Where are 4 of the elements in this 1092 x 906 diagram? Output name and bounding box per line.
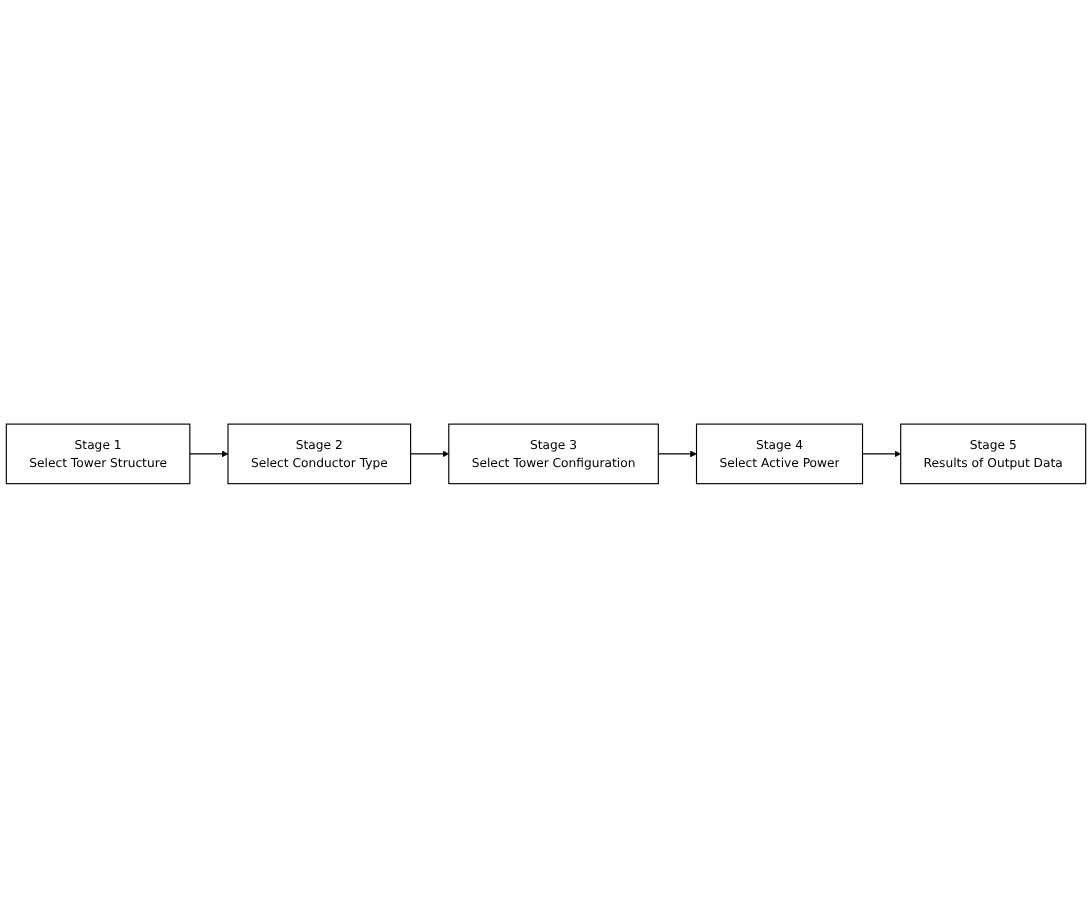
- arrow: [189, 449, 229, 457]
- arrow: [861, 449, 901, 457]
- arrow: [410, 449, 450, 457]
- arrow: [657, 449, 697, 457]
